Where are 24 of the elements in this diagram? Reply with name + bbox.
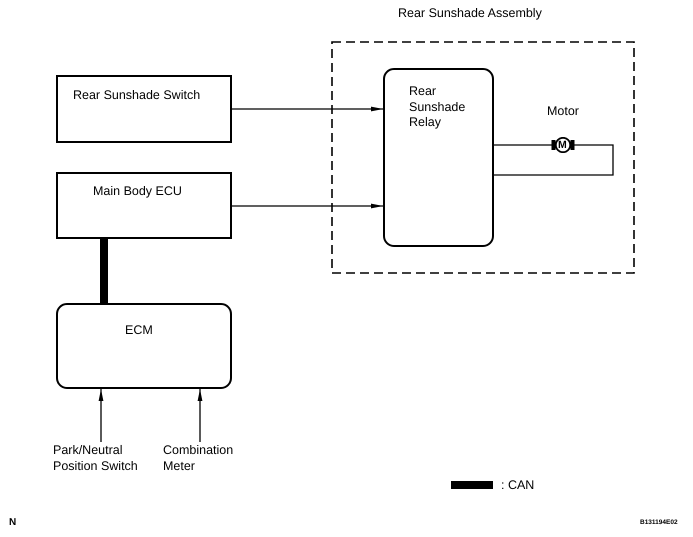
wire [494,144,549,146]
motor-letter: M [558,139,567,151]
legend-label: : CAN [501,477,534,493]
box-label: Main Body ECU [93,184,183,200]
note-text: N [9,517,16,529]
wire [494,144,614,176]
arrow [98,389,104,442]
component-box [56,172,232,239]
arrow [198,389,202,442]
assembly-group [331,6,635,274]
component-box [56,303,232,389]
signal-source-label: Park/Neutral Position Switch [53,442,149,474]
motor-symbol [549,137,577,153]
component-label: Motor [546,104,580,120]
component-box [383,68,494,247]
arrow [232,106,383,112]
box-label: Rear Sunshade Relay [409,84,466,130]
component-box [56,75,232,143]
box-label: ECM [125,323,154,338]
bus-line [100,239,108,303]
box-label: Rear Sunshade Switch [73,88,202,104]
arrow [232,204,383,208]
signal-source-label: Combination Meter [163,442,243,474]
group-heading: Rear Sunshade Assembly [398,6,543,22]
